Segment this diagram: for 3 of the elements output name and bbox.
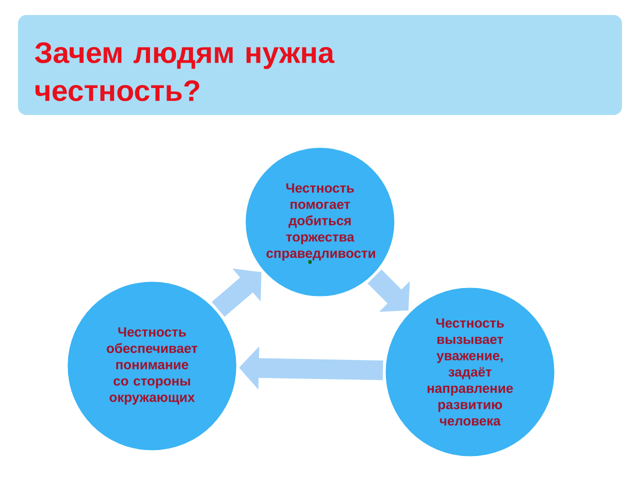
title: Зачем людям нужна честность? [34,42,334,102]
dot: . [308,260,312,264]
block-arrow [212,268,262,317]
